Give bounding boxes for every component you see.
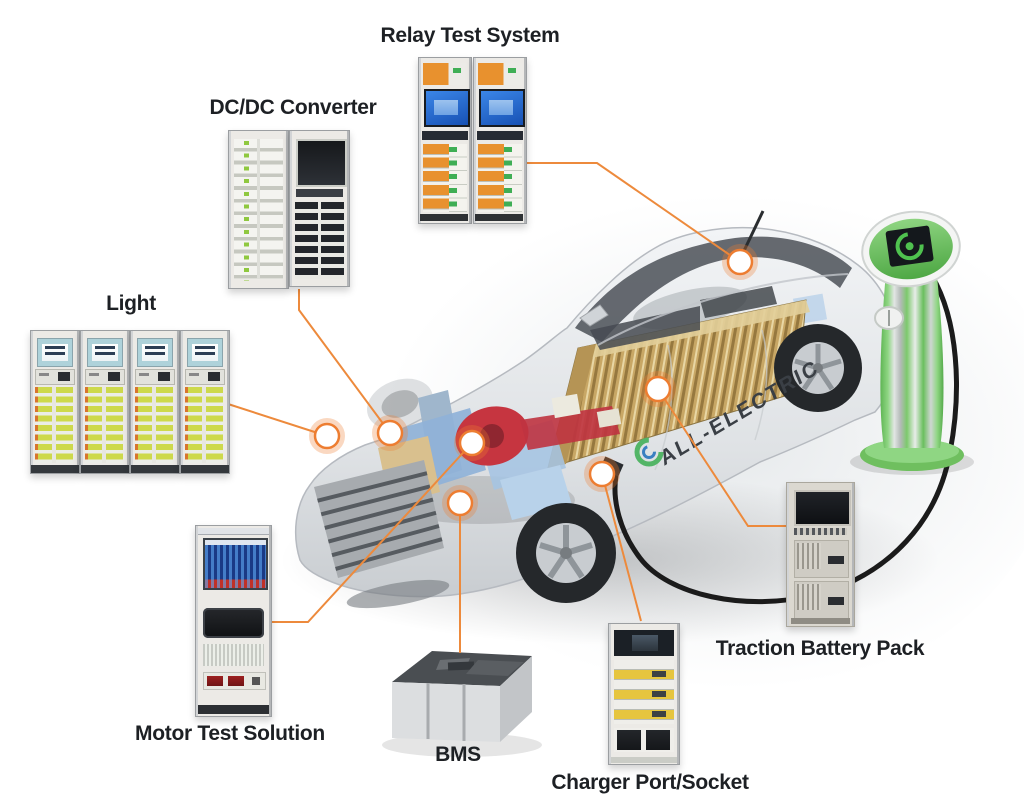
antenna [740, 210, 765, 256]
relay-rack-left [418, 57, 472, 224]
traction-button-strip [794, 528, 847, 535]
relay-rack-right [473, 57, 527, 224]
bms-module [382, 651, 542, 757]
light-module-rows [185, 387, 223, 463]
motor-meters [203, 672, 266, 690]
label-motor-test-solution: Motor Test Solution [135, 722, 325, 745]
light-control-panel [185, 369, 225, 385]
far-wheel-arch [367, 378, 433, 430]
relay-module-top [423, 63, 467, 85]
label-traction-battery-pack: Traction Battery Pack [715, 637, 925, 660]
charger-sockets [614, 728, 674, 752]
relay-module-rows [478, 144, 522, 215]
light-rack-1 [30, 330, 80, 474]
relay-base [420, 214, 468, 221]
side-mirror [579, 304, 609, 327]
charger-port-rack [608, 623, 680, 765]
callout-dot-relay [722, 244, 758, 280]
light-rack-4 [180, 330, 230, 474]
light-base [181, 465, 229, 473]
charger-screen-panel [614, 630, 674, 656]
front-grille [314, 460, 450, 609]
label-light: Light [106, 292, 156, 315]
callout-lines [227, 162, 788, 653]
far-wheel [381, 390, 419, 418]
motor-grille [203, 608, 264, 638]
reservoir-2 [596, 408, 622, 428]
line-relay [526, 162, 741, 263]
motor-vents [203, 644, 264, 666]
dcdc-strip [296, 189, 343, 197]
brand-swirl-icon [634, 437, 664, 467]
callout-dot-light [309, 418, 345, 454]
label-bms: BMS [435, 743, 481, 766]
callout-dot-motor [454, 425, 490, 461]
callout-dot-dcdc [372, 415, 408, 451]
dcdc-rack-left [228, 130, 289, 289]
motor-extension [520, 406, 620, 450]
motor-hub [480, 424, 504, 448]
light-module-rows [135, 387, 173, 463]
charging-station [600, 210, 964, 605]
label-relay-test-system: Relay Test System [380, 24, 560, 47]
glass-roof [575, 236, 852, 342]
light-control-panel [35, 369, 75, 385]
relay-base [475, 214, 523, 221]
relay-monitor [479, 89, 525, 127]
light-rack-2 [80, 330, 130, 474]
callout-dots [309, 244, 758, 521]
relay-control-strip [477, 131, 523, 140]
dcdc-module-rows [234, 139, 283, 281]
light-control-panel [135, 369, 175, 385]
light-monitor [137, 338, 173, 367]
dcdc-slot-rows [295, 202, 344, 279]
relay-monitor [424, 89, 470, 127]
front-wheel [516, 503, 616, 603]
relay-control-strip [422, 131, 468, 140]
light-control-panel [85, 369, 125, 385]
light-base [81, 465, 129, 473]
traction-module-2 [794, 581, 849, 619]
reservoir [551, 393, 581, 419]
relay-module-top [478, 63, 522, 85]
motor-test-rack [195, 525, 272, 717]
light-rack-3 [130, 330, 180, 474]
motor-waveform-screen [203, 538, 268, 590]
callout-dot-traction [640, 371, 676, 407]
light-base [131, 465, 179, 473]
label-charger-port-socket: Charger Port/Socket [551, 771, 749, 794]
light-module-rows [85, 387, 123, 463]
light-monitor [37, 338, 73, 367]
dcdc-rack-right [289, 130, 350, 287]
beltline [597, 273, 849, 346]
car-illustration: ALL-ELECTRIC [294, 210, 898, 609]
callout-dot-charger [584, 456, 620, 492]
light-monitor [187, 338, 223, 367]
line-charger [601, 473, 642, 622]
line-motor [270, 442, 473, 623]
traction-screen [794, 490, 851, 526]
line-traction [657, 388, 788, 527]
light-base [31, 465, 79, 473]
line-dcdc [298, 289, 391, 434]
traction-module-1 [794, 540, 849, 578]
motor-base [198, 705, 269, 714]
dcdc-monitor-recess [296, 139, 347, 187]
motor-top-bar [198, 528, 269, 535]
charger-base [611, 757, 677, 763]
traction-battery-rack [786, 482, 855, 627]
light-module-rows [35, 387, 73, 463]
traction-base [791, 618, 850, 624]
light-monitor [87, 338, 123, 367]
charger-instrument-rows [614, 660, 674, 724]
rear-wheel [774, 324, 862, 412]
callout-dot-bms [442, 485, 478, 521]
line-light [227, 403, 328, 437]
label-dcdc-converter: DC/DC Converter [209, 96, 377, 119]
relay-module-rows [423, 144, 467, 215]
